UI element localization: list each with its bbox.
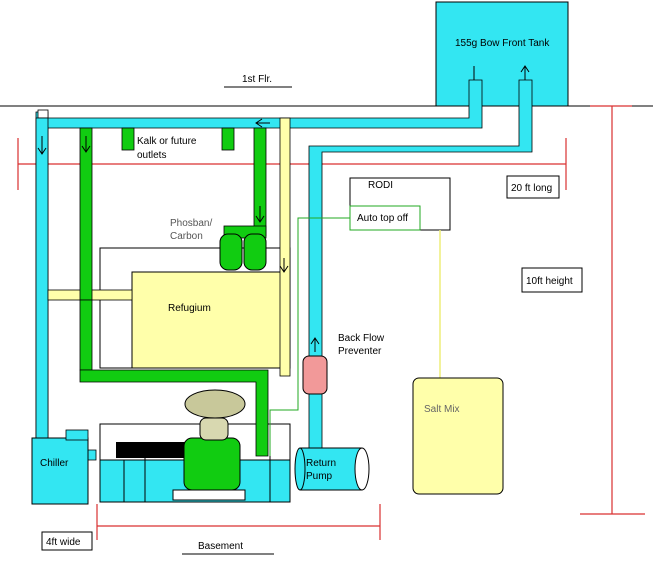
length-label: 20 ft long [511,183,552,194]
flow-arrow-top-head [255,118,263,128]
backflow-label-1: Back Flow [338,333,385,344]
phosban-label-1: Phosban/ [170,218,212,229]
auto-top-off-label: Auto top off [357,213,408,224]
chiller-label: Chiller [40,458,69,469]
refugium-water [131,271,291,369]
refugium-yellow-pipe-top [279,117,291,377]
return-pump [299,447,363,491]
floor-label: 1st Flr. [242,74,272,85]
length-label-box [506,175,560,199]
skimmer-body [183,437,241,491]
kalk-label-1: Kalk or future [137,136,197,147]
display-tank [435,1,569,107]
drain-branch-left [35,117,49,441]
kalk-outlet-2 [221,127,235,151]
phosban-reactor-1 [219,233,243,271]
chiller-pipe [65,429,89,441]
refugium-label: Refugium [168,303,211,314]
sump-black-baffle [116,442,186,458]
height-label-box [521,267,583,293]
height-label: 10ft height [526,276,573,287]
return-pump-label-1: Return [306,458,336,469]
tank-label: 155g Bow Front Tank [455,38,550,49]
backflow-preventer [302,355,328,395]
phosban-label-2: Carbon [170,231,203,242]
skimmer-cup [184,389,246,419]
basement-label: Basement [198,541,243,552]
width-label: 4ft wide [46,537,81,548]
phosban-arrow-head [255,215,265,223]
green-pipe-refugium-drain [79,369,269,457]
kalk-label-2: outlets [137,150,166,161]
return-arrow-head [310,337,320,345]
salt-mix-container [412,377,504,495]
rodi-label: RODI [368,180,393,191]
kalk-outlet-1 [121,127,135,151]
phosban-reactor-2 [243,233,267,271]
width-label-box [41,531,93,551]
tank-up-arrowhead [520,65,530,73]
return-pump-end [354,447,370,491]
salt-mix-label: Salt Mix [424,404,460,415]
refugium-arrow-head [279,265,289,273]
green-pipe-left [79,127,93,301]
sump-stand [172,489,246,501]
chiller [31,437,89,505]
return-pump-front [294,447,306,491]
skimmer-neck [199,417,229,441]
drain-arrow-left-head [37,147,47,155]
backflow-label-2: Preventer [338,346,382,357]
drain-arrow-green-head [81,145,91,153]
return-pump-label-2: Pump [306,471,333,482]
auto-top-off-line [269,217,350,456]
green-pipe-left-lower [79,299,93,371]
drain-stub [37,109,49,119]
